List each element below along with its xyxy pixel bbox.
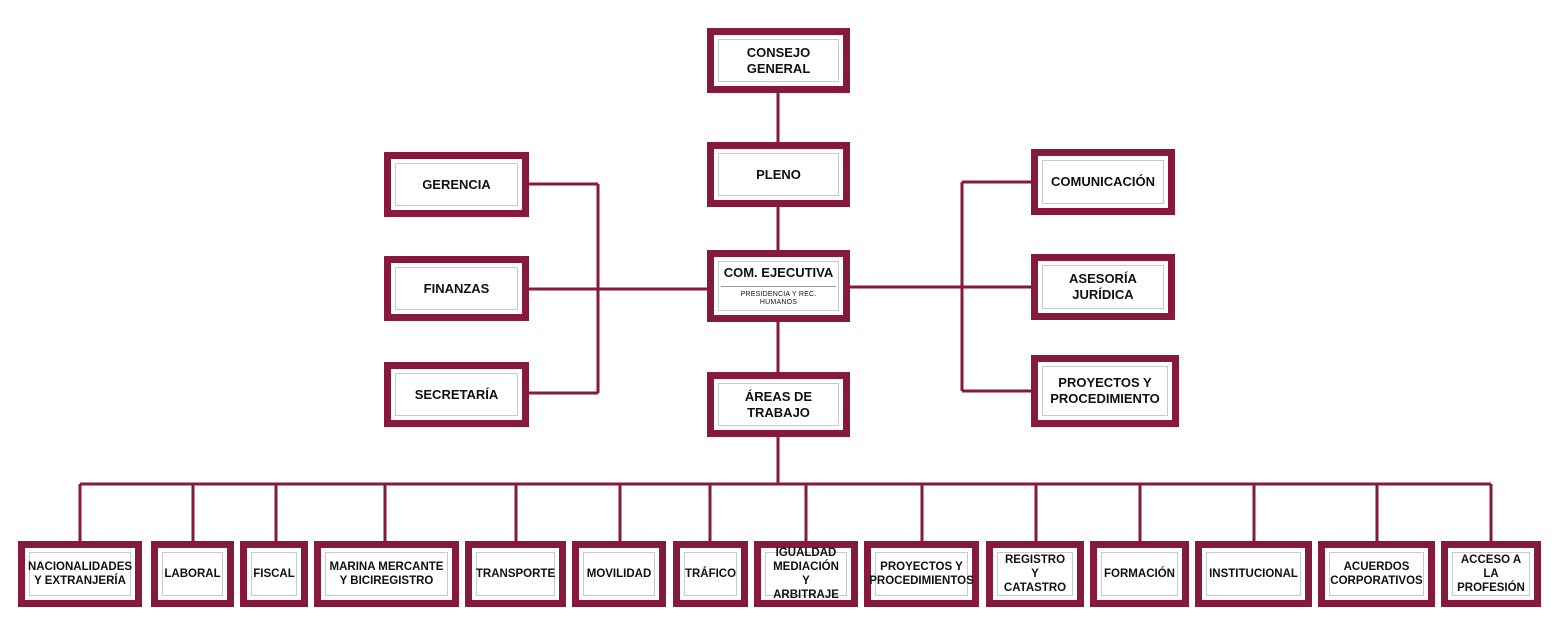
node-area-registro-catastro: REGISTRO Y CATASTRO [986,541,1084,607]
node-label: ACCESO A LA PROFESIÓN [1452,552,1530,596]
node-pleno: PLENO [707,142,850,207]
node-label: SECRETARÍA [395,373,518,416]
node-area-trafico: TRÁFICO [673,541,748,607]
node-label: GERENCIA [395,163,518,206]
node-secretaria: SECRETARÍA [384,362,529,427]
node-area-proyectos: PROYECTOS Y PROCEDIMIENTOS [864,541,979,607]
node-label: MARINA MERCANTE Y BICIREGISTRO [325,552,448,596]
node-area-igualdad: IGUALDAD MEDIACIÓN Y ARBITRAJE [754,541,858,607]
node-proyectos-procedimiento: PROYECTOS Y PROCEDIMIENTO [1031,355,1179,427]
node-area-transporte: TRANSPORTE [465,541,566,607]
node-area-nacionalidades: NACIONALIDADES Y EXTRANJERÍA [18,541,142,607]
node-label: FINANZAS [395,267,518,310]
node-gerencia: GERENCIA [384,152,529,217]
node-content: COM. EJECUTIVA PRESIDENCIA Y REC. HUMANO… [718,261,839,311]
node-area-institucional: INSTITUCIONAL [1195,541,1312,607]
node-area-formacion: FORMACIÓN [1090,541,1189,607]
node-consejo-general: CONSEJO GENERAL [707,28,850,93]
node-label: TRANSPORTE [476,552,555,596]
node-label: FORMACIÓN [1101,552,1178,596]
node-label: COM. EJECUTIVA [723,265,834,280]
node-label: PLENO [718,153,839,196]
node-area-movilidad: MOVILIDAD [572,541,666,607]
node-label: LABORAL [162,552,223,596]
node-label: FISCAL [251,552,297,596]
node-label: MOVILIDAD [583,552,655,596]
node-areas-de-trabajo: ÁREAS DE TRABAJO [707,372,850,437]
node-label: NACIONALIDADES Y EXTRANJERÍA [28,552,132,596]
node-area-fiscal: FISCAL [240,541,308,607]
node-sublabel: PRESIDENCIA Y REC. HUMANOS [740,291,817,306]
node-label: PROYECTOS Y PROCEDIMIENTO [1042,366,1168,416]
node-asesoria-juridica: ASESORÍA JURÍDICA [1031,254,1175,320]
node-label: PROYECTOS Y PROCEDIMIENTOS [869,552,974,596]
node-finanzas: FINANZAS [384,256,529,321]
node-label: CONSEJO GENERAL [718,39,839,82]
node-label: REGISTRO Y CATASTRO [997,552,1073,596]
node-area-laboral: LABORAL [151,541,234,607]
node-label: IGUALDAD MEDIACIÓN Y ARBITRAJE [765,547,847,601]
node-com-ejecutiva: COM. EJECUTIVA PRESIDENCIA Y REC. HUMANO… [707,250,850,322]
node-label: COMUNICACIÓN [1042,160,1164,204]
node-label: ACUERDOS CORPORATIVOS [1329,552,1424,596]
node-label: ÁREAS DE TRABAJO [718,383,839,426]
node-label: INSTITUCIONAL [1206,552,1301,596]
node-area-acceso-profesion: ACCESO A LA PROFESIÓN [1441,541,1541,607]
node-area-marina-mercante: MARINA MERCANTE Y BICIREGISTRO [314,541,459,607]
node-label: TRÁFICO [684,552,737,596]
node-area-acuerdos-corporativos: ACUERDOS CORPORATIVOS [1318,541,1435,607]
node-comunicacion: COMUNICACIÓN [1031,149,1175,215]
node-label: ASESORÍA JURÍDICA [1042,265,1164,309]
